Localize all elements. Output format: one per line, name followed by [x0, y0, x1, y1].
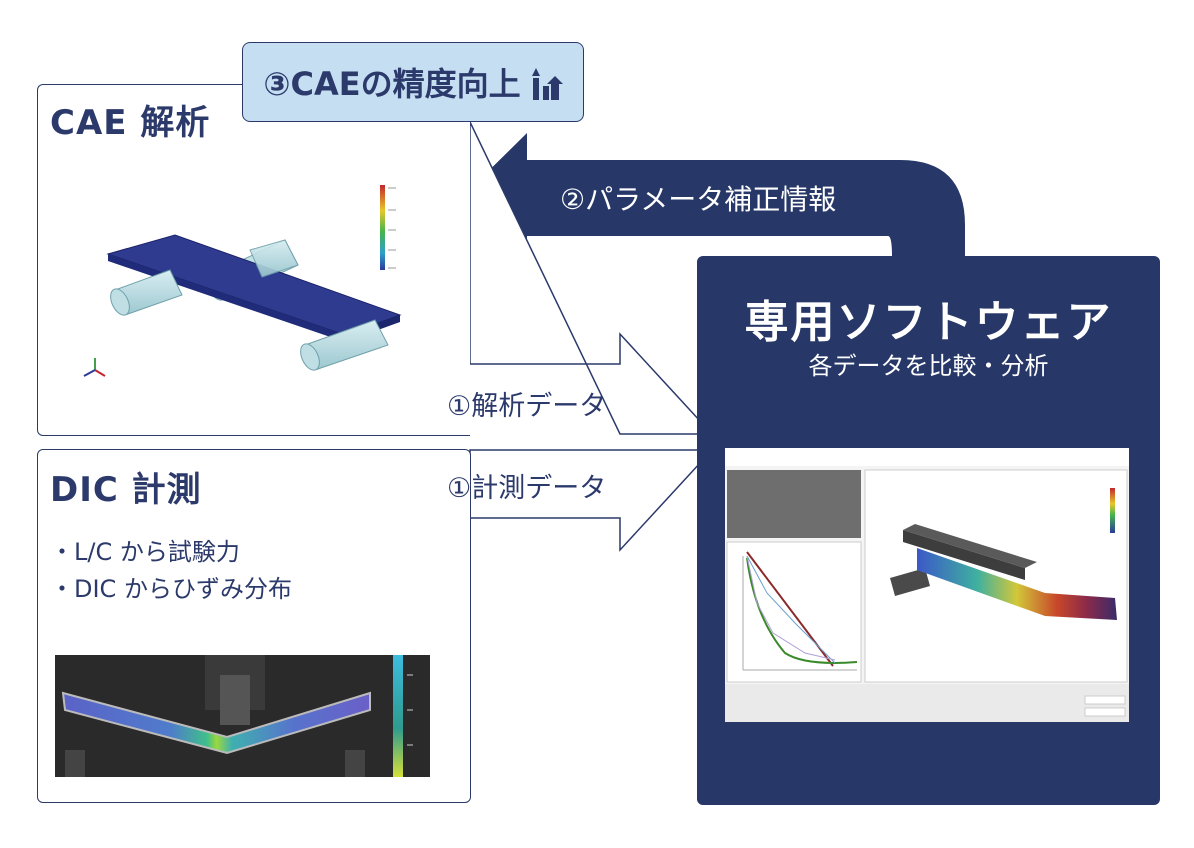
dic-title: DIC 計測 [50, 470, 202, 510]
cae-beam-image [83, 185, 402, 377]
bullet-load-cell: ・L/C から試験力 [50, 538, 240, 566]
axis-triad [83, 358, 106, 377]
measure-data-arrow [469, 449, 714, 552]
rising-arrow-icon [531, 68, 563, 100]
software-box: 専用ソフトウェア 各データを比較・分析 [697, 256, 1160, 805]
analysis-data-arrow [469, 121, 714, 435]
bottom-roller-left [110, 269, 183, 316]
bullet-strain: ・DIC からひずみ分布 [50, 575, 292, 603]
cae-accuracy-improvement-box: ③CAEの精度向上 [242, 42, 584, 122]
cae-title: CAE 解析 [50, 103, 211, 143]
bottom-roller-right [300, 319, 389, 371]
param-arrow [462, 133, 965, 261]
improvement-label: ③CAEの精度向上 [263, 65, 521, 103]
cae-color-legend [380, 185, 396, 270]
dic-bullet-list: ・L/C から試験力 ・DIC からひずみ分布 [50, 534, 292, 608]
software-subtitle: 各データを比較・分析 [808, 352, 1049, 380]
analysis-data-label: ①解析データ [447, 391, 607, 422]
measure-data-label: ①計測データ [447, 473, 607, 504]
param-correction-label: ②パラメータ補正情報 [560, 183, 837, 216]
software-screenshot [725, 448, 1129, 722]
dic-strain-image [55, 655, 430, 777]
software-title: 専用ソフトウェア [744, 297, 1113, 348]
